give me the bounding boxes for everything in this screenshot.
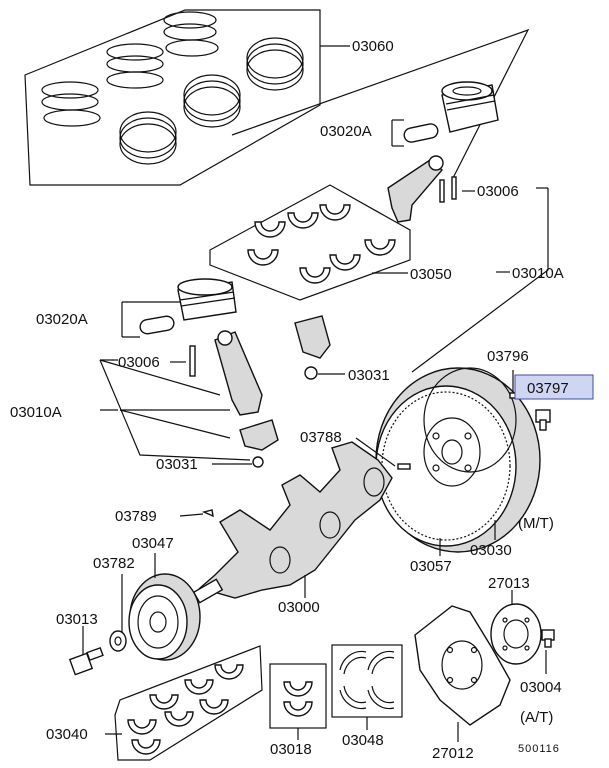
bearing-shell-2	[287, 212, 319, 229]
bearing-shell-7	[364, 239, 396, 256]
flywheel-bolt[interactable]	[535, 409, 551, 431]
label-03057: 03057	[410, 558, 452, 575]
drive-plate-bolt[interactable]	[541, 629, 555, 648]
label-03031-right: 03031	[348, 367, 390, 384]
bearing-shell-1	[254, 221, 286, 238]
connecting-rod-left[interactable]	[214, 330, 263, 416]
piston-ring-set[interactable]	[24, 9, 321, 186]
label-03789: 03789	[115, 508, 157, 525]
woodruff-key[interactable]	[201, 509, 214, 518]
thrust-washer-set[interactable]	[331, 644, 403, 718]
diagram-number: 500116	[518, 743, 560, 755]
ring-stack-large-2	[183, 74, 241, 128]
piston-left[interactable]	[177, 278, 237, 321]
main-bearing-shell-5	[131, 739, 161, 755]
bearing-shell-4	[247, 249, 279, 266]
ring-group-small-3	[163, 11, 219, 57]
label-27012: 27012	[432, 745, 474, 762]
label-03797[interactable]: 03797	[527, 380, 569, 397]
main-bearing-set[interactable]	[114, 645, 263, 761]
piston-pin-left[interactable]	[139, 315, 175, 335]
label-03020A-left: 03020A	[36, 311, 88, 328]
bearing-shell-6	[329, 254, 361, 271]
label-03031-left: 03031	[156, 456, 198, 473]
pilot-bearing[interactable]	[397, 463, 411, 470]
label-03060: 03060	[352, 38, 394, 55]
label-03020A-top: 03020A	[320, 123, 372, 140]
label-03796: 03796	[487, 348, 529, 365]
label-03030: 03030	[470, 542, 512, 559]
main-bearing-shell-4	[214, 664, 244, 680]
pulley-bolt[interactable]	[68, 646, 104, 676]
label-27013: 27013	[488, 575, 530, 592]
bearing-cap-right[interactable]	[294, 315, 331, 380]
label-03047: 03047	[132, 535, 174, 552]
label-03782: 03782	[93, 555, 135, 572]
label-03000: 03000	[278, 599, 320, 616]
crankshaft-pulley[interactable]	[128, 573, 201, 661]
drive-plate[interactable]	[414, 605, 511, 726]
bearing-shell-3	[319, 204, 351, 221]
adapter-plate[interactable]	[490, 603, 542, 665]
ring-group-small-2	[106, 43, 164, 89]
label-03050: 03050	[410, 266, 452, 283]
main-bearing-shell-1	[127, 719, 157, 735]
main-bearing-shell-7	[199, 699, 229, 715]
piston-pin-upper[interactable]	[403, 123, 439, 144]
ring-stack-large-3	[246, 37, 304, 91]
bearing-shell-5	[299, 267, 331, 284]
label-at: (A/T)	[520, 709, 553, 726]
main-bearing-shell-3	[184, 679, 214, 695]
label-03013: 03013	[56, 611, 98, 628]
ring-stack-large-1	[119, 111, 177, 165]
pulley-washer[interactable]	[109, 630, 127, 652]
label-03006-top: 03006	[477, 183, 519, 200]
piston-upper[interactable]	[441, 81, 499, 133]
thrust-bearing[interactable]	[269, 663, 327, 729]
label-03018: 03018	[270, 741, 312, 758]
label-03048: 03048	[342, 732, 384, 749]
connecting-rod-upper[interactable]	[387, 155, 444, 223]
label-03010A-left: 03010A	[10, 404, 62, 421]
label-03788: 03788	[300, 429, 342, 446]
label-03004: 03004	[520, 679, 562, 696]
rod-bolt-left[interactable]	[189, 345, 196, 377]
label-03010A-right: 03010A	[512, 265, 564, 282]
bearing-cap-left[interactable]	[239, 419, 279, 468]
crankshaft[interactable]	[192, 441, 393, 604]
rod-bolt-upper[interactable]	[439, 176, 457, 203]
bearing-set[interactable]	[209, 184, 411, 301]
main-bearing-shell-2	[149, 694, 179, 710]
label-03006-left: 03006	[118, 354, 160, 371]
main-bearing-shell-6	[164, 711, 194, 727]
label-mt: (M/T)	[518, 515, 554, 532]
ring-group-small-1	[41, 81, 101, 127]
highlight-03797	[514, 374, 594, 400]
label-03040: 03040	[46, 726, 88, 743]
